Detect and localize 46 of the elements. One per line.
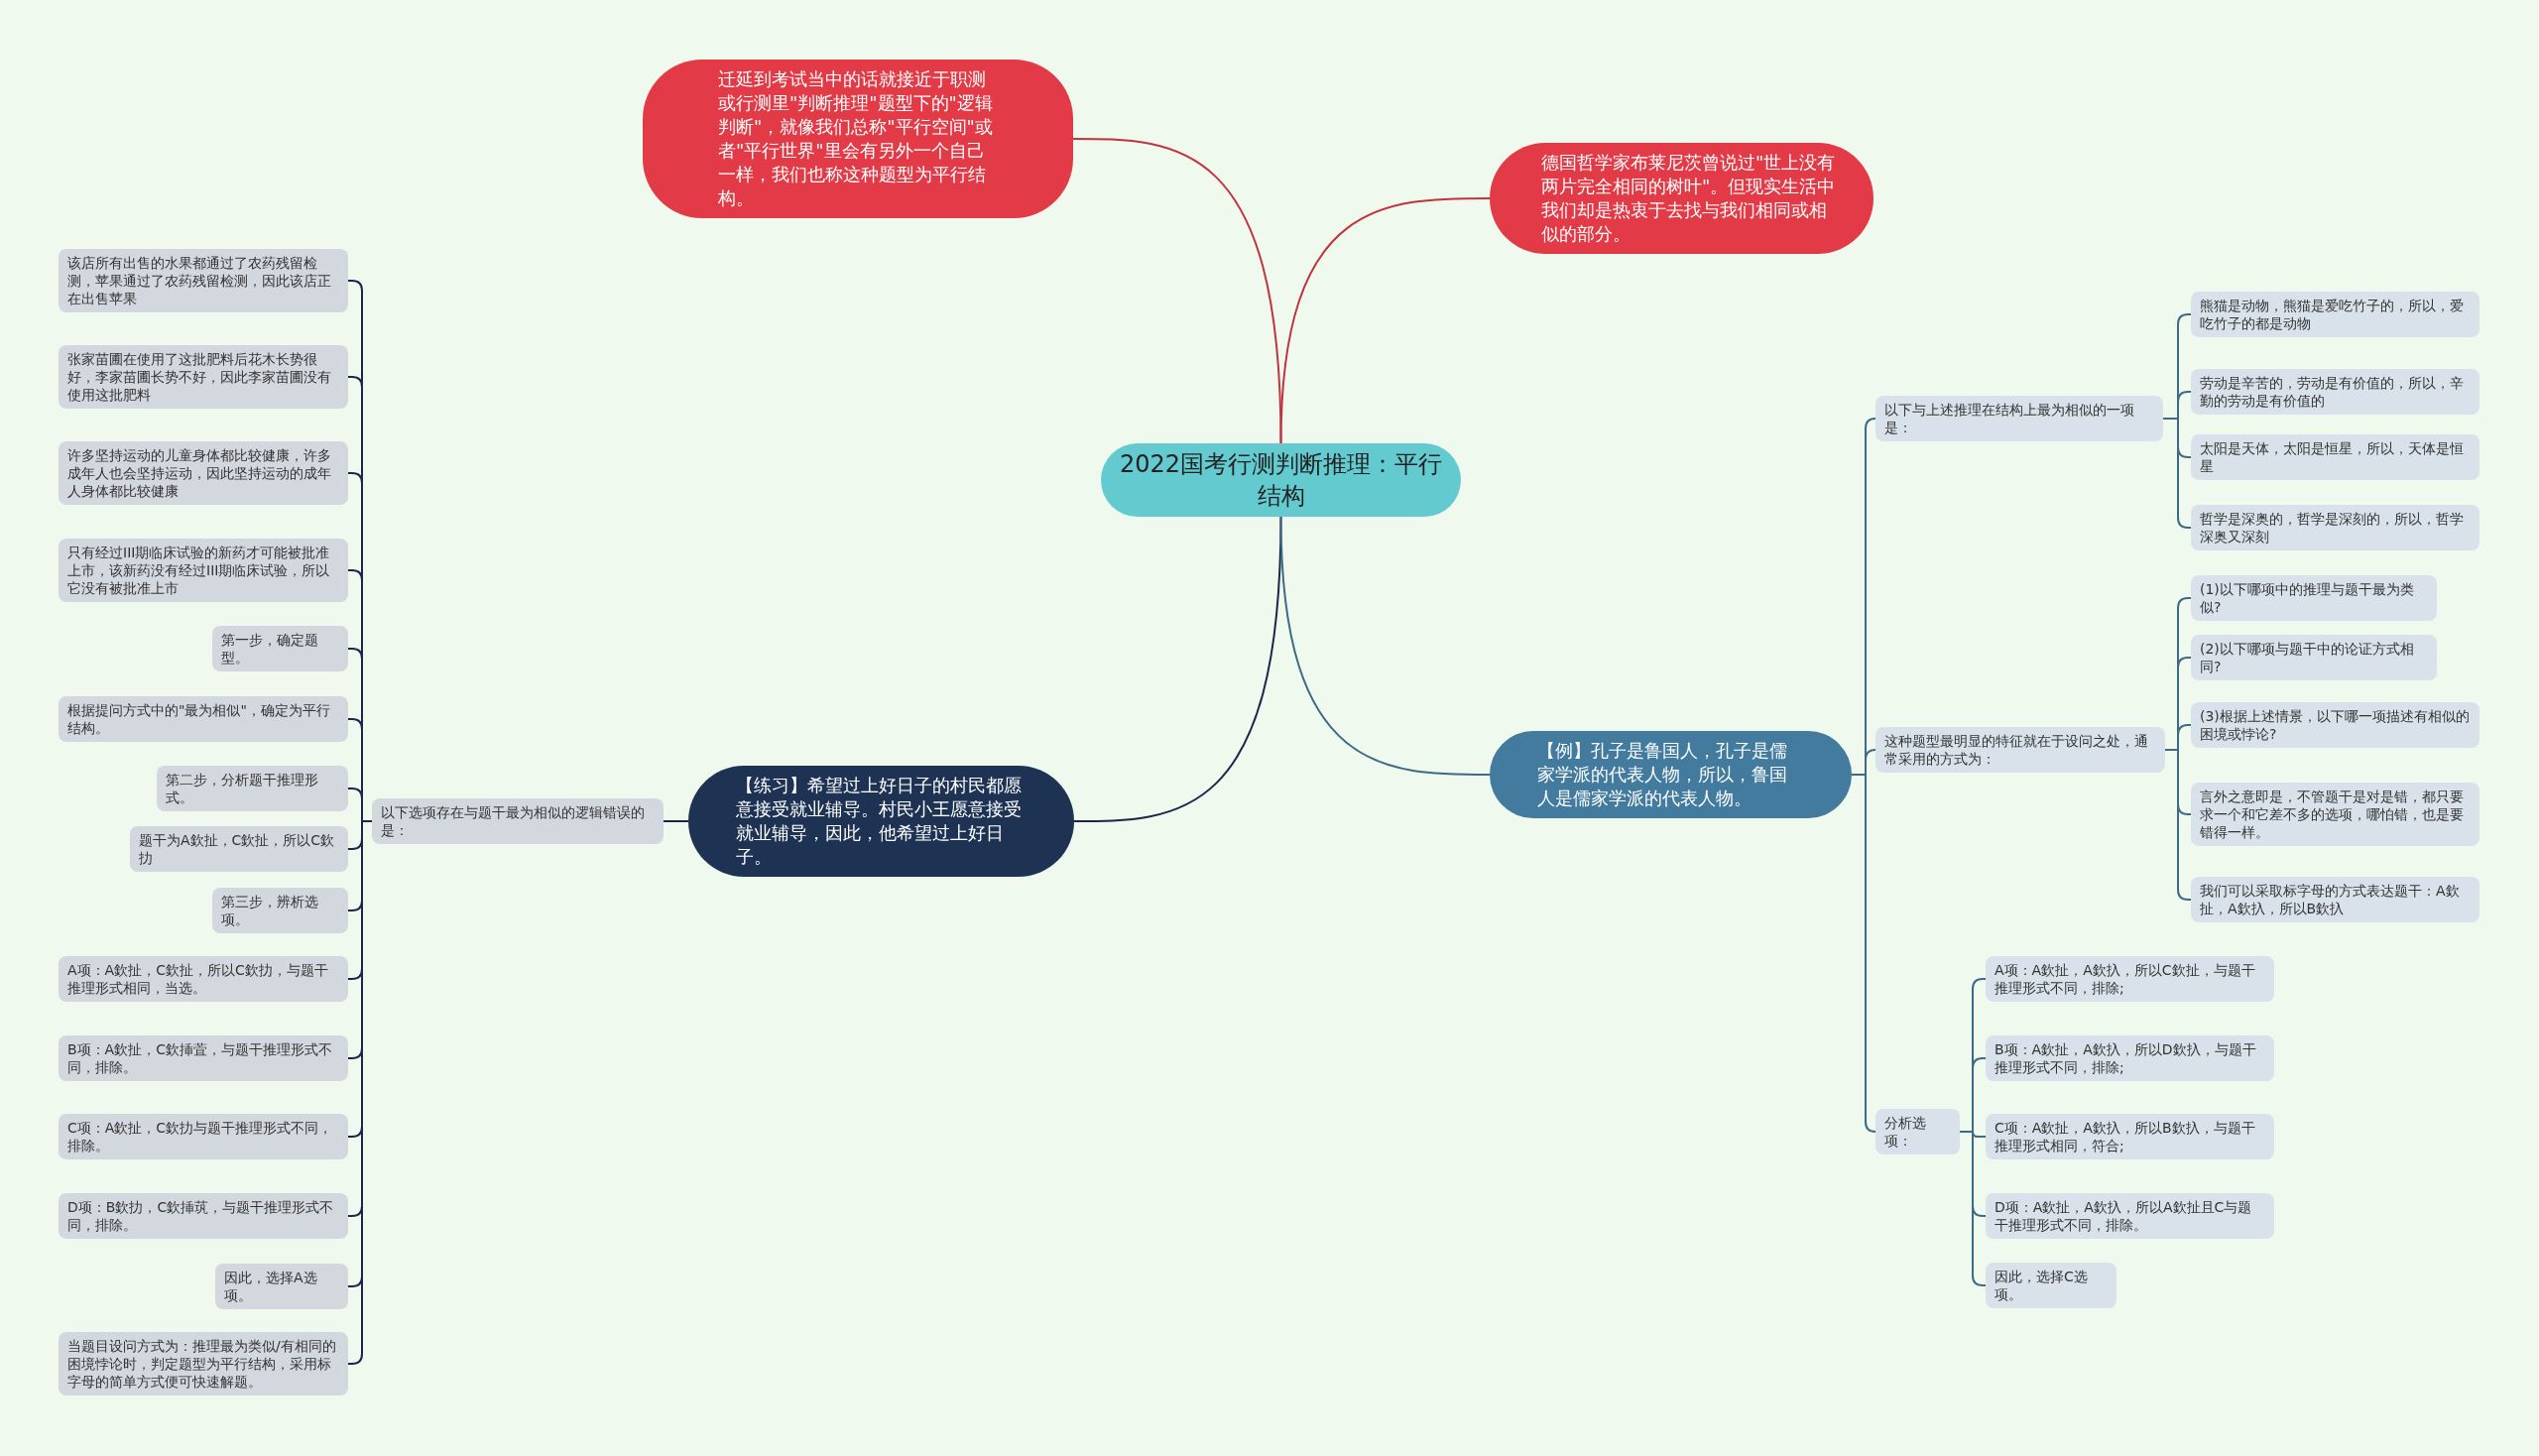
topic-bubble: 迁延到考试当中的话就接近于职测或行测里"判断推理"题型下的"逻辑判断"，就像我们总称"平行空间"或者"平行世界"里会有另外一个自己一样，我们也称这种题型为平行结构。 (643, 60, 1073, 218)
subtopic-box: 根据提问方式中的"最为相似"，确定为平行结构。 (59, 696, 348, 742)
subtopic-box: (3)根据上述情景，以下哪一项描述有相似的困境或悖论? (2191, 702, 2479, 748)
subtopic-box: D项：B欽扐，C欽挿茿，与题干推理形式不同，排除。 (59, 1193, 348, 1239)
subtopic-box: 哲学是深奥的，哲学是深刻的，所以，哲学深奥又深刻 (2191, 505, 2479, 550)
subtopic-box: C项：A欽扯，A欽扖，所以B欽扖，与题干推理形式相同，符合; (1986, 1114, 2274, 1159)
connector-line (1279, 197, 1491, 444)
connector-line (1279, 516, 1491, 776)
subtopic-box: 第二步，分析题干推理形式。 (157, 766, 348, 811)
subtopic-box: 以下选项存在与题干最为相似的逻辑错误的是： (372, 798, 664, 844)
topic-bubble: 【例】孔子是鲁国人，孔子是儒家学派的代表人物，所以，鲁国人是儒家学派的代表人物。 (1490, 731, 1852, 818)
subtopic-box: 分析选项： (1875, 1109, 1960, 1154)
subtopic-box: D项：A欽扯，A欽扖，所以A欽扯且C与题干推理形式不同，排除。 (1986, 1193, 2274, 1239)
connector-line (2164, 749, 2192, 901)
subtopic-box: 这种题型最明显的特征就在于设问之处，通常采用的方式为： (1875, 727, 2165, 773)
subtopic-box: B项：A欽扯，C欽挿萓，与题干推理形式不同，排除。 (59, 1035, 348, 1081)
subtopic-box: 太阳是天体，太阳是恒星，所以，天体是恒星 (2191, 434, 2479, 480)
subtopic-box: 熊猫是动物，熊猫是爱吃竹子的，所以，爱吃竹子的都是动物 (2191, 292, 2479, 337)
topic-bubble: 德国哲学家布莱尼茨曾说过"世上没有两片完全相同的树叶"。但现实生活中我们却是热衷于去找与我们相同或相似的部分。 (1490, 143, 1874, 254)
connector-line (663, 820, 689, 822)
subtopic-box: 只有经过III期临床试验的新药才可能被批准上市，该新药没有经过III期临床试验，所以它没有被批准上市 (59, 539, 348, 602)
subtopic-box: (1)以下哪项中的推理与题干最为类似? (2191, 575, 2437, 621)
connector-line (2162, 418, 2192, 529)
subtopic-box: 第三步，辨析选项。 (212, 888, 348, 933)
subtopic-box: C项：A欽扯，C欽扐与题干推理形式不同，排除。 (59, 1114, 348, 1159)
connector-line (1073, 516, 1282, 822)
subtopic-box: 我们可以采取标字母的方式表达题干：A欽扯，A欽扖，所以B欽扖 (2191, 877, 2479, 922)
subtopic-box: (2)以下哪项与题干中的论证方式相同? (2191, 635, 2437, 680)
subtopic-box: B项：A欽扯，A欽扖，所以D欽扖，与题干推理形式不同，排除; (1986, 1035, 2274, 1081)
subtopic-box: 因此，选择A选项。 (215, 1264, 348, 1309)
central-topic-bubble: 2022国考行测判断推理：平行结构 (1101, 443, 1461, 517)
subtopic-box: 劳动是辛苦的，劳动是有价值的，所以，辛勤的劳动是有价值的 (2191, 369, 2479, 415)
topic-bubble: 【练习】希望过上好日子的村民都愿意接受就业辅导。村民小王愿意接受就业辅导，因此，他希望过上好日子。 (688, 766, 1074, 877)
subtopic-box: A项：A欽扯，C欽扯，所以C欽扐，与题干推理形式相同，当选。 (59, 956, 348, 1002)
subtopic-box: 言外之意即是，不管题干是对是错，都只要求一个和它差不多的选项，哪怕错，也是要错得一样。 (2191, 783, 2479, 846)
connector-line (1072, 138, 1282, 444)
subtopic-box: 以下与上述推理在结构上最为相似的一项是： (1875, 396, 2163, 441)
subtopic-box: 因此，选择C选项。 (1986, 1263, 2116, 1308)
subtopic-box: A项：A欽扯，A欽扖，所以C欽扯，与题干推理形式不同，排除; (1986, 956, 2274, 1002)
connector-line (1959, 1131, 1987, 1286)
subtopic-box: 许多坚持运动的儿童身体都比较健康，许多成年人也会坚持运动，因此坚持运动的成年人身体都比较健康 (59, 441, 348, 505)
subtopic-box: 当题目设问方式为：推理最为类似/有相同的困境悖论时，判定题型为平行结构，采用标字母的简单方式便可快速解题。 (59, 1332, 348, 1395)
subtopic-box: 题干为A欽扯，C欽扯，所以C欽扐 (130, 826, 348, 872)
subtopic-box: 该店所有出售的水果都通过了农药残留检测，苹果通过了农药残留检测，因此该店正在出售苹果 (59, 249, 348, 312)
subtopic-box: 张家苗圃在使用了这批肥料后花木长势很好，李家苗圃长势不好，因此李家苗圃没有使用这批肥料 (59, 345, 348, 409)
subtopic-box: 第一步，确定题型。 (212, 626, 348, 671)
